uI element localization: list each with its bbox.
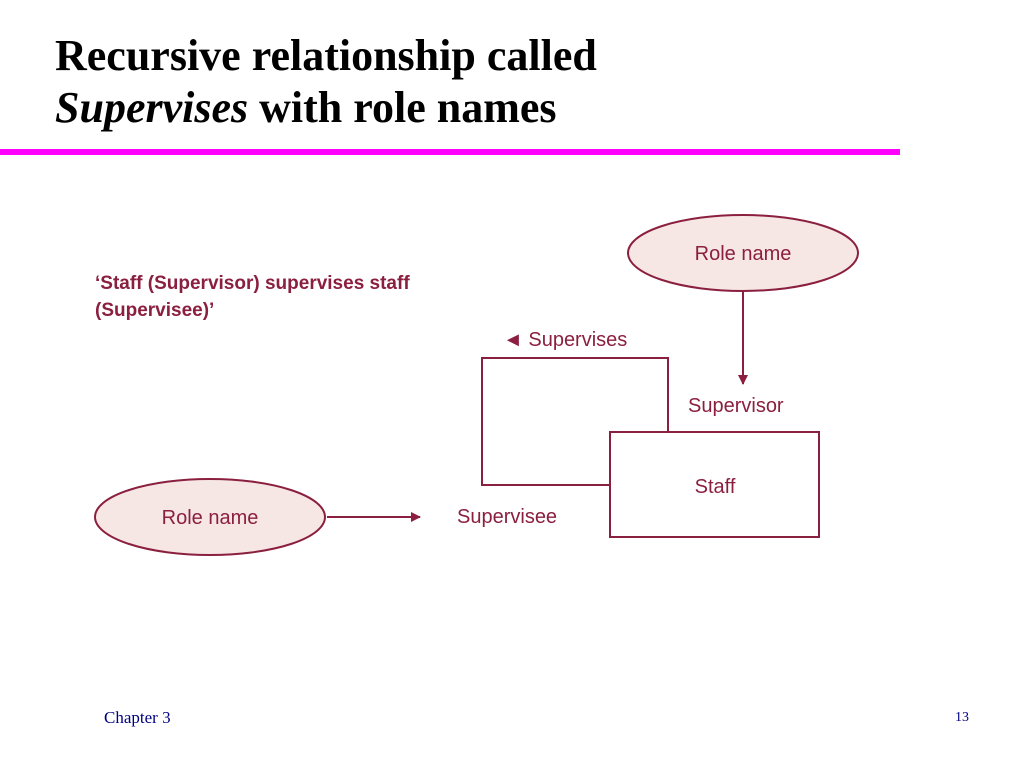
role-name-ellipse-top: Role name	[627, 214, 859, 292]
footer-page-number: 13	[955, 710, 969, 725]
role-name-top-label: Role name	[695, 243, 792, 265]
relationship-label: ◄ Supervises	[503, 329, 627, 351]
staff-entity: Staff	[609, 431, 820, 538]
slide-title: Recursive relationship called Supervises…	[55, 30, 597, 134]
role-name-ellipse-left: Role name	[94, 478, 326, 556]
supervisee-role-label: Supervisee	[457, 506, 557, 528]
title-underline	[0, 149, 900, 155]
footer-chapter: Chapter 3	[104, 708, 171, 727]
supervisor-role-label: Supervisor	[688, 395, 784, 417]
role-name-left-label: Role name	[162, 507, 259, 529]
title-line-2-rest: with role names	[248, 83, 557, 132]
title-relationship-name: Supervises	[55, 83, 249, 132]
quote-line-2: (Supervisee)’	[95, 300, 214, 321]
title-line-2: Supervises with role names	[55, 82, 597, 134]
recursive-relationship-line	[481, 357, 669, 486]
quote-line-1: ‘Staff (Supervisor) supervises staff	[95, 273, 410, 294]
staff-entity-label: Staff	[695, 476, 736, 498]
title-line-1: Recursive relationship called	[55, 31, 597, 80]
